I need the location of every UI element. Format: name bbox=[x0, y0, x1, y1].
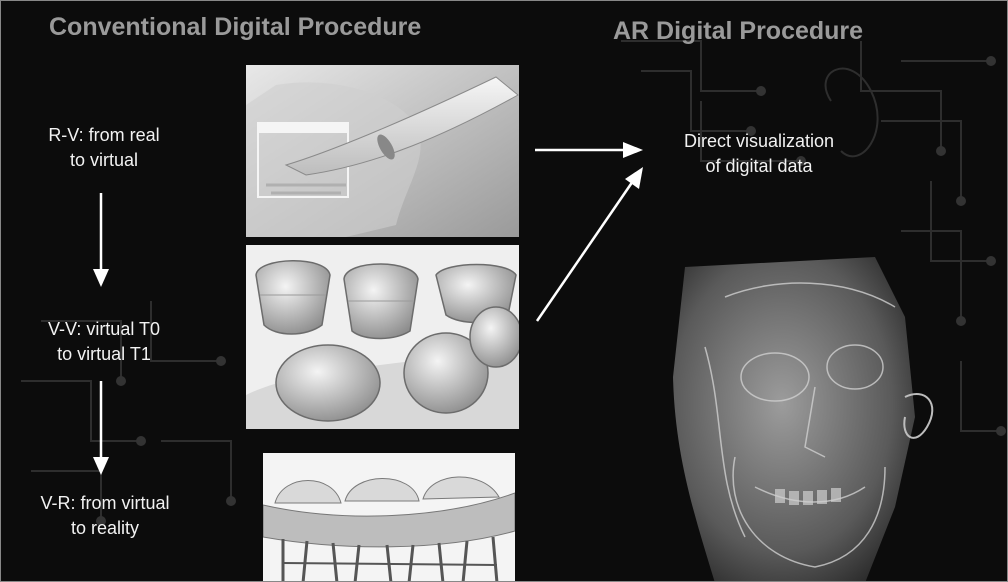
down-arrow-2 bbox=[93, 381, 109, 475]
face-skull-ar-image bbox=[665, 257, 949, 582]
dental-crowns-cad-image bbox=[246, 245, 519, 429]
diagonal-arrow bbox=[537, 167, 643, 321]
down-arrow-1 bbox=[93, 193, 109, 287]
intraoral-scanner-image bbox=[246, 65, 519, 237]
3d-printed-model-image bbox=[263, 453, 515, 582]
right-arrow bbox=[535, 142, 643, 158]
